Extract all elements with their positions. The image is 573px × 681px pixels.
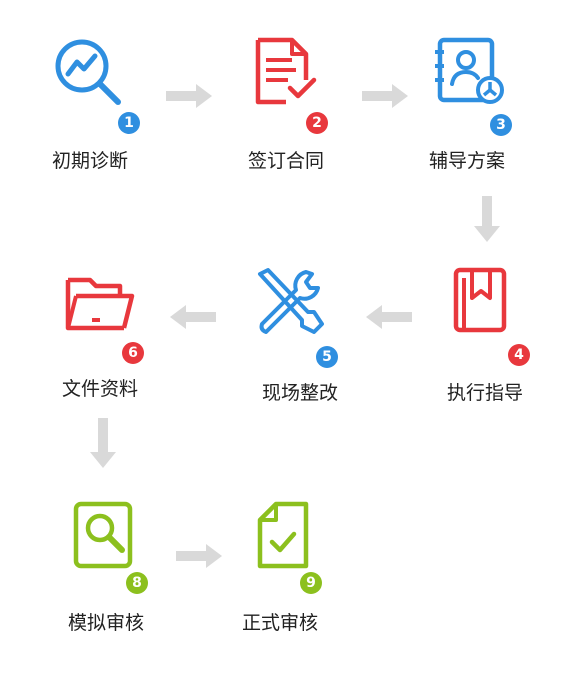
folder-icon bbox=[65, 277, 135, 331]
arrow-right-icon bbox=[176, 544, 222, 568]
magnifier-trend-icon bbox=[55, 39, 121, 105]
step-number-badge: 2 bbox=[306, 112, 328, 134]
step-number-badge: 3 bbox=[490, 114, 512, 136]
step-label: 文件资料 bbox=[61, 378, 138, 400]
arrow-left-icon bbox=[170, 305, 216, 329]
person-plan-icon bbox=[435, 37, 504, 104]
step-number-badge: 6 bbox=[122, 342, 144, 364]
step-number-badge: 5 bbox=[316, 346, 338, 368]
step-label: 执行指导 bbox=[446, 382, 523, 404]
step-label: 签订合同 bbox=[247, 150, 324, 172]
wrench-screwdriver-icon bbox=[258, 268, 324, 334]
step-onsite-rectification: 5 现场整改 bbox=[252, 266, 372, 426]
step-coaching-plan: 3 辅导方案 bbox=[429, 36, 554, 196]
document-check-icon bbox=[255, 37, 317, 105]
step-label: 现场整改 bbox=[261, 382, 338, 404]
step-mock-audit: 8 模拟审核 bbox=[68, 500, 192, 660]
step-number-badge: 1 bbox=[118, 112, 140, 134]
arrow-right-icon bbox=[362, 84, 408, 108]
step-execution-guidance: 4 执行指导 bbox=[447, 266, 570, 426]
arrow-right-icon bbox=[166, 84, 212, 108]
step-sign-contract: 2 签订合同 bbox=[248, 36, 372, 196]
arrow-down-icon bbox=[474, 196, 500, 242]
step-label: 模拟审核 bbox=[67, 612, 144, 634]
step-label: 正式审核 bbox=[241, 612, 318, 634]
step-number-badge: 9 bbox=[300, 572, 322, 594]
arrow-left-icon bbox=[366, 305, 412, 329]
step-initial-diagnosis: 1 初期诊断 bbox=[52, 36, 172, 196]
step-formal-audit: 9 正式审核 bbox=[242, 500, 376, 660]
step-label: 辅导方案 bbox=[428, 150, 505, 172]
file-check-icon bbox=[257, 501, 309, 569]
step-number-badge: 4 bbox=[508, 344, 530, 366]
step-label: 初期诊断 bbox=[51, 150, 128, 172]
arrow-down-icon bbox=[90, 418, 116, 468]
step-documents: 6 文件资料 bbox=[62, 266, 182, 426]
bookmark-book-icon bbox=[453, 267, 507, 333]
step-number-badge: 8 bbox=[126, 572, 148, 594]
search-document-icon bbox=[73, 501, 133, 569]
